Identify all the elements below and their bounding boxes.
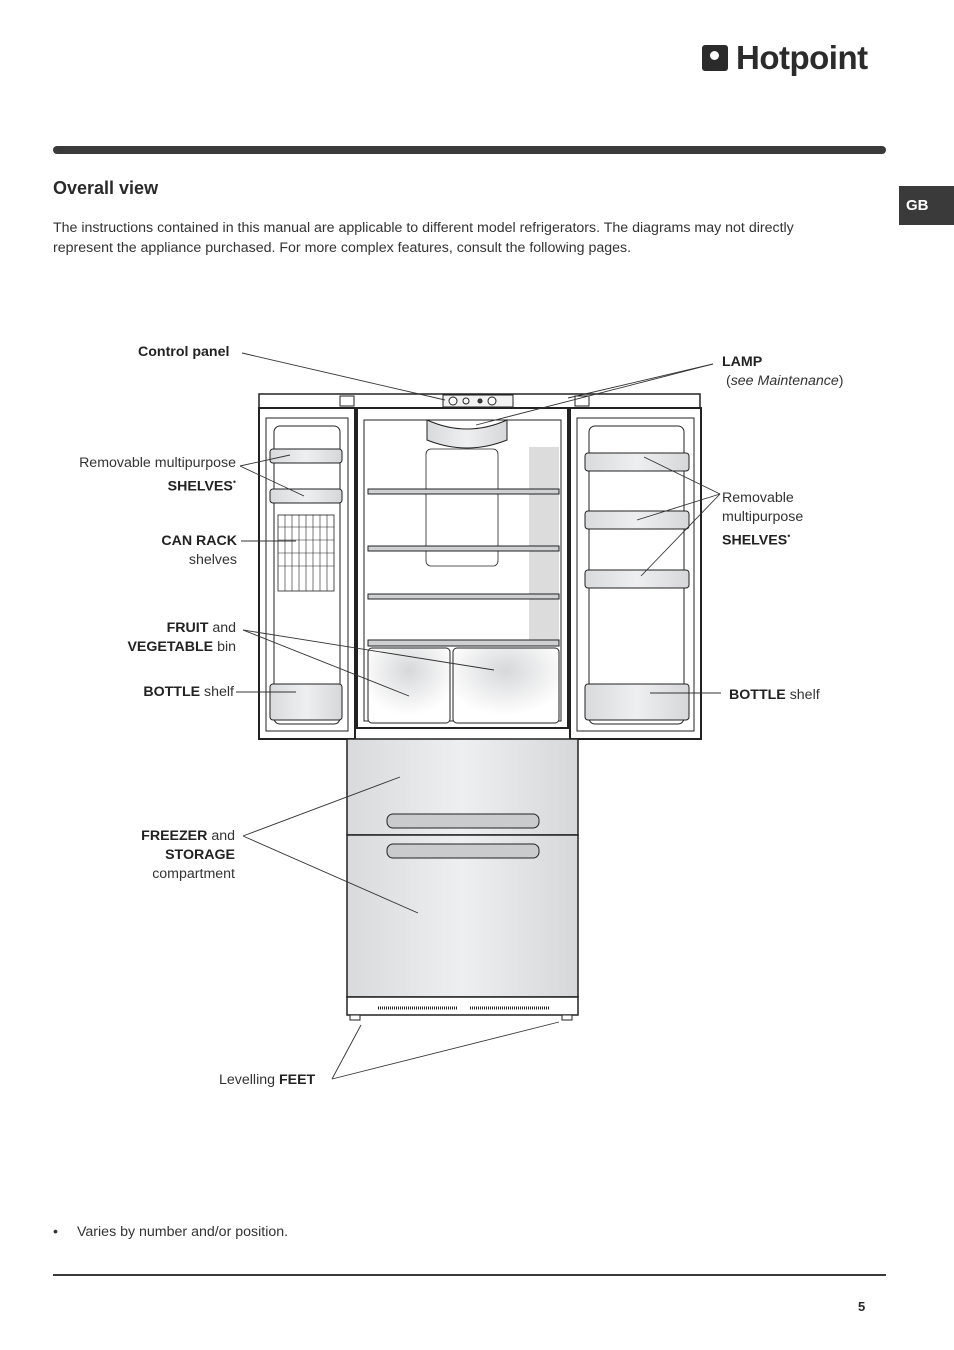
leader-lines — [236, 352, 721, 1080]
control-panel-label: Control panel — [138, 344, 230, 360]
left-shelves-label: Removable multipurpose SHELVES• — [79, 455, 236, 495]
bottle-shelf-right-label: BOTTLE shelf — [729, 687, 820, 703]
fridge-cabinet — [258, 393, 702, 1021]
lamp-label: LAMP (see Maintenance) — [722, 354, 844, 389]
right-shelves-label: Removable multipurpose SHELVES• — [722, 490, 804, 549]
footnote-marker: • — [53, 1224, 58, 1240]
bottle-shelf-left-label: BOTTLE shelf — [143, 684, 234, 700]
footer-rule — [53, 1274, 886, 1276]
section-title: Overall view — [53, 178, 159, 198]
hotpoint-logo: Hotpoint — [702, 38, 868, 78]
levelling-feet-label: Levelling FEET — [219, 1072, 316, 1088]
brand-name: Hotpoint — [736, 39, 868, 76]
page-number: 5 — [858, 1299, 866, 1314]
header-rule — [53, 146, 886, 154]
language-tab: GB — [899, 186, 954, 225]
can-rack-label: CAN RACK shelves — [161, 533, 237, 568]
hotpoint-logo-icon — [702, 45, 728, 71]
footnote: • Varies by number and/or position. — [53, 1224, 288, 1240]
footnote-text: Varies by number and/or position. — [77, 1224, 289, 1240]
intro-paragraph: The instructions contained in this manua… — [53, 220, 794, 256]
freezer-storage-label: FREEZER and STORAGE compartment — [141, 828, 235, 882]
fruit-vegetable-label: FRUIT and VEGETABLE bin — [127, 620, 236, 655]
